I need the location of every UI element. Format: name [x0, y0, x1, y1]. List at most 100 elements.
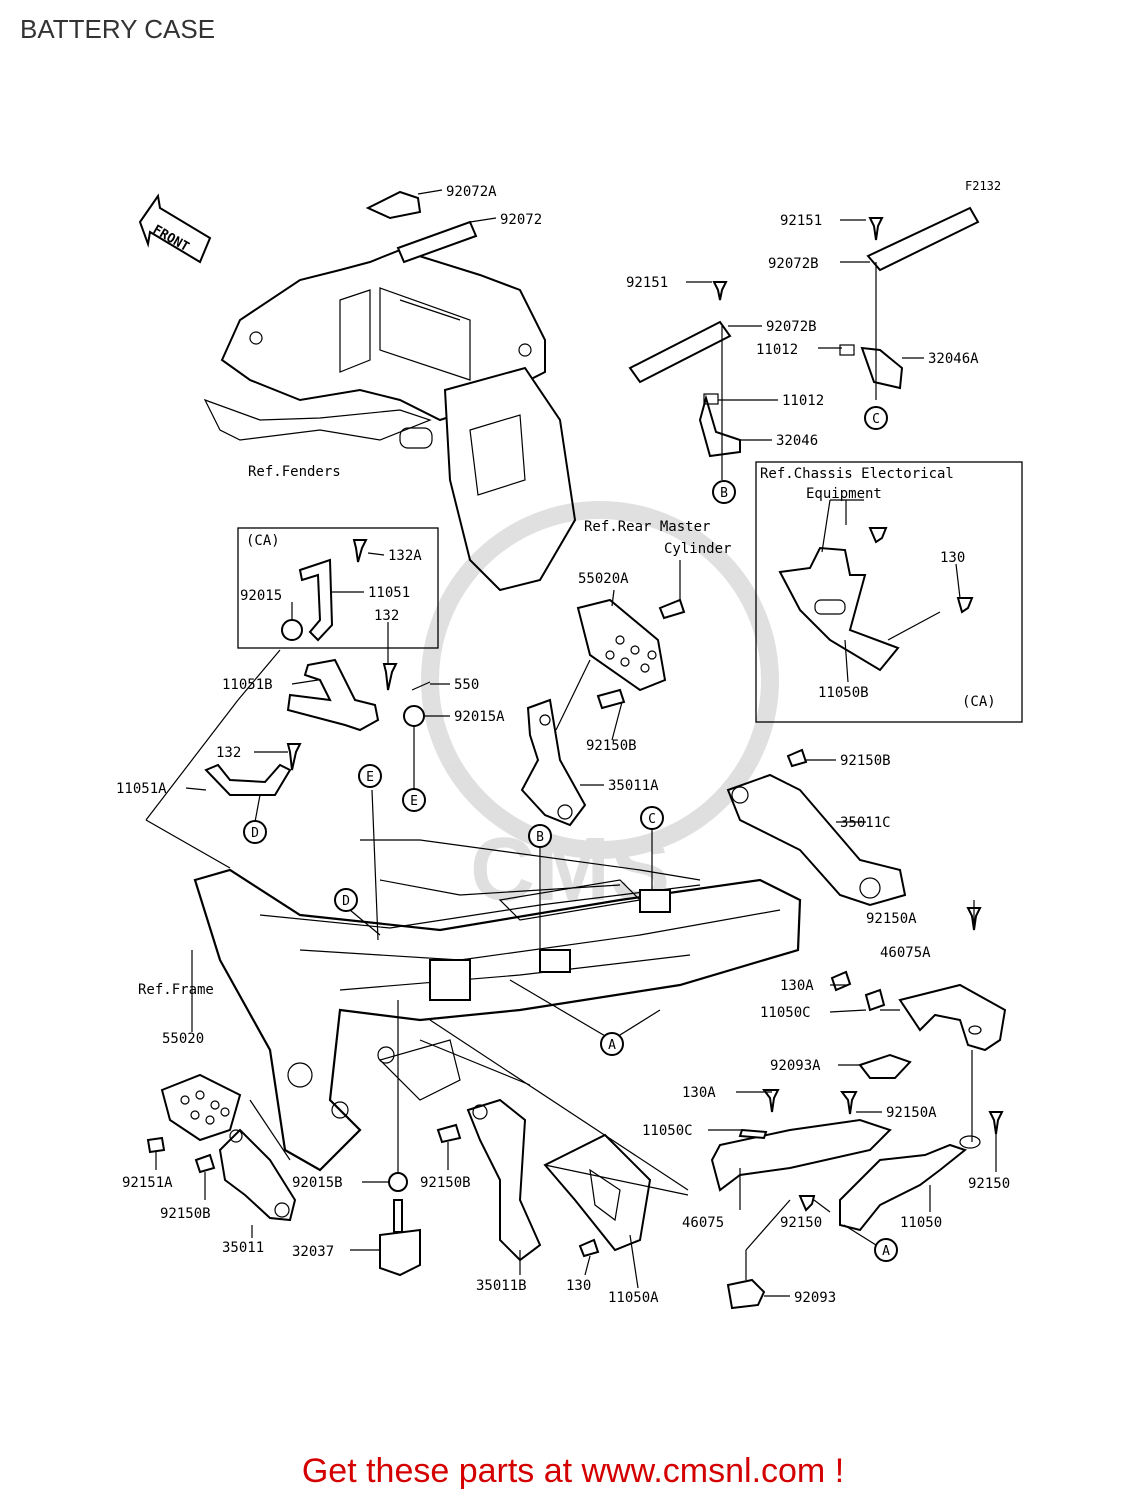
part-label-92150A-b: 92150A: [886, 1105, 937, 1121]
callout-markers: C B E D E B C D A A: [243, 406, 898, 1262]
strap-92072A: [365, 190, 422, 220]
bracket-11051A: [204, 763, 292, 796]
part-label-55020: 55020: [162, 1031, 204, 1047]
screw-92151-middle-icon: [712, 281, 728, 301]
part-label-92015B: 92015B: [292, 1175, 343, 1191]
callout-a-lower: A: [874, 1238, 898, 1262]
nut-92015B-icon: [388, 1172, 408, 1192]
part-label-11050C-b: 11050C: [642, 1123, 693, 1139]
svg-text:D: D: [251, 826, 259, 841]
part-label-130A-a: 130A: [780, 978, 814, 994]
svg-text:B: B: [720, 486, 728, 501]
part-label-11012-middle: 11012: [782, 393, 824, 409]
part-label-130-ca: 130: [940, 550, 965, 566]
bolt-92150B-a-icon: [596, 688, 626, 710]
part-label-35011: 35011: [222, 1240, 264, 1256]
battery-case-fender: [203, 248, 577, 592]
bracket-11050: [839, 1135, 981, 1232]
callout-e-lower: E: [402, 788, 426, 812]
part-label-11050B: 11050B: [818, 685, 869, 701]
part-label-92150-lower: 92150: [780, 1215, 822, 1231]
part-label-11012-right: 11012: [756, 342, 798, 358]
strap-92072B-right: [839, 206, 980, 390]
ca-label-right: (CA): [962, 694, 996, 710]
callout-c-frame: C: [640, 806, 664, 830]
ref-rear-master-label: Ref.Rear Master: [584, 519, 710, 535]
bolt-92150A-b-icon: [840, 1091, 858, 1115]
part-label-132-lower: 132: [216, 745, 241, 761]
figure-code: F2132: [965, 179, 1001, 193]
svg-text:B: B: [536, 830, 544, 845]
svg-text:E: E: [410, 794, 418, 809]
bolt-chassis-icon: [868, 527, 888, 544]
svg-text:C: C: [872, 412, 880, 427]
svg-text:E: E: [366, 770, 374, 785]
callout-d-lower: D: [243, 820, 267, 844]
part-label-130-lower: 130: [566, 1278, 591, 1294]
bracket-11051B: [286, 658, 380, 732]
bracket-11050A: [543, 1133, 652, 1252]
bolt-132-lower-icon: [286, 743, 302, 771]
damper-92093-icon: [726, 1278, 766, 1310]
bolt-132A-icon: [352, 539, 368, 563]
ca-box-left: [237, 527, 439, 649]
pin-550-icon: [411, 681, 431, 691]
part-label-11051B: 11051B: [222, 677, 273, 693]
main-frame: [193, 839, 802, 1172]
part-label-35011B: 35011B: [476, 1278, 527, 1294]
part-label-92150A-a: 92150A: [866, 911, 917, 927]
bracket-11051: [298, 558, 334, 642]
front-arrow-icon: FRONT: [138, 193, 212, 264]
part-label-550: 550: [454, 677, 479, 693]
part-label-132-upper: 132: [374, 608, 399, 624]
callout-e-frame: E: [358, 764, 382, 788]
callout-b-upper: B: [712, 480, 736, 504]
plate-55020A: [576, 598, 667, 692]
bolt-92150-right-icon: [988, 1111, 1004, 1135]
part-label-32046: 32046: [776, 433, 818, 449]
part-label-11051A: 11051A: [116, 781, 167, 797]
part-label-92151-right: 92151: [780, 213, 822, 229]
bolt-130A-b-icon: [762, 1089, 780, 1113]
callout-a-frame: A: [600, 1032, 624, 1056]
part-label-32037: 32037: [292, 1244, 334, 1260]
part-label-92093: 92093: [794, 1290, 836, 1306]
part-label-46075: 46075: [682, 1215, 724, 1231]
footer-link[interactable]: Get these parts at www.cmsnl.com !: [301, 1452, 845, 1490]
collar-11050C-b-icon: [738, 1128, 768, 1140]
ca-box-right: [755, 461, 1023, 723]
part-label-130A-b: 130A: [682, 1085, 716, 1101]
part-label-46075A: 46075A: [880, 945, 931, 961]
callout-c-upper: C: [864, 406, 888, 430]
nut-92015-icon: [281, 619, 303, 641]
page-title: BATTERY CASE: [20, 14, 216, 44]
svg-text:A: A: [882, 1244, 890, 1259]
leader-lines: [145, 189, 997, 1297]
bolt-130-lower-icon: [578, 1238, 600, 1258]
part-label-132A: 132A: [388, 548, 422, 564]
strap-92072B-middle: [628, 320, 741, 458]
cover-46075A: [898, 983, 1007, 1052]
part-label-92150B-a: 92150B: [586, 738, 637, 754]
bracket-11050B: [778, 546, 900, 672]
part-label-11051: 11051: [368, 585, 410, 601]
part-label-35011C: 35011C: [840, 815, 891, 831]
part-label-11050A: 11050A: [608, 1290, 659, 1306]
ca-label-left: (CA): [246, 533, 280, 549]
part-label-92072: 92072: [500, 212, 542, 228]
bolt-92151A-icon: [146, 1136, 166, 1154]
ref-fenders-label: Ref.Fenders: [248, 464, 341, 480]
part-label-92072B-middle: 92072B: [766, 319, 817, 335]
bracket-35011B: [466, 1098, 542, 1262]
part-label-55020A: 55020A: [578, 571, 629, 587]
bolt-92150B-c-icon: [194, 1153, 216, 1174]
screw-92151-right-icon: [868, 217, 884, 241]
part-label-92150B-b: 92150B: [840, 753, 891, 769]
bolt-130-ca-icon: [956, 597, 974, 614]
bolt-92150-lower-icon: [798, 1195, 816, 1212]
arm-35011C: [726, 773, 907, 907]
part-label-92151-middle: 92151: [626, 275, 668, 291]
svg-text:C: C: [648, 812, 656, 827]
part-label-92072A: 92072A: [446, 184, 497, 200]
part-label-11050C-a: 11050C: [760, 1005, 811, 1021]
